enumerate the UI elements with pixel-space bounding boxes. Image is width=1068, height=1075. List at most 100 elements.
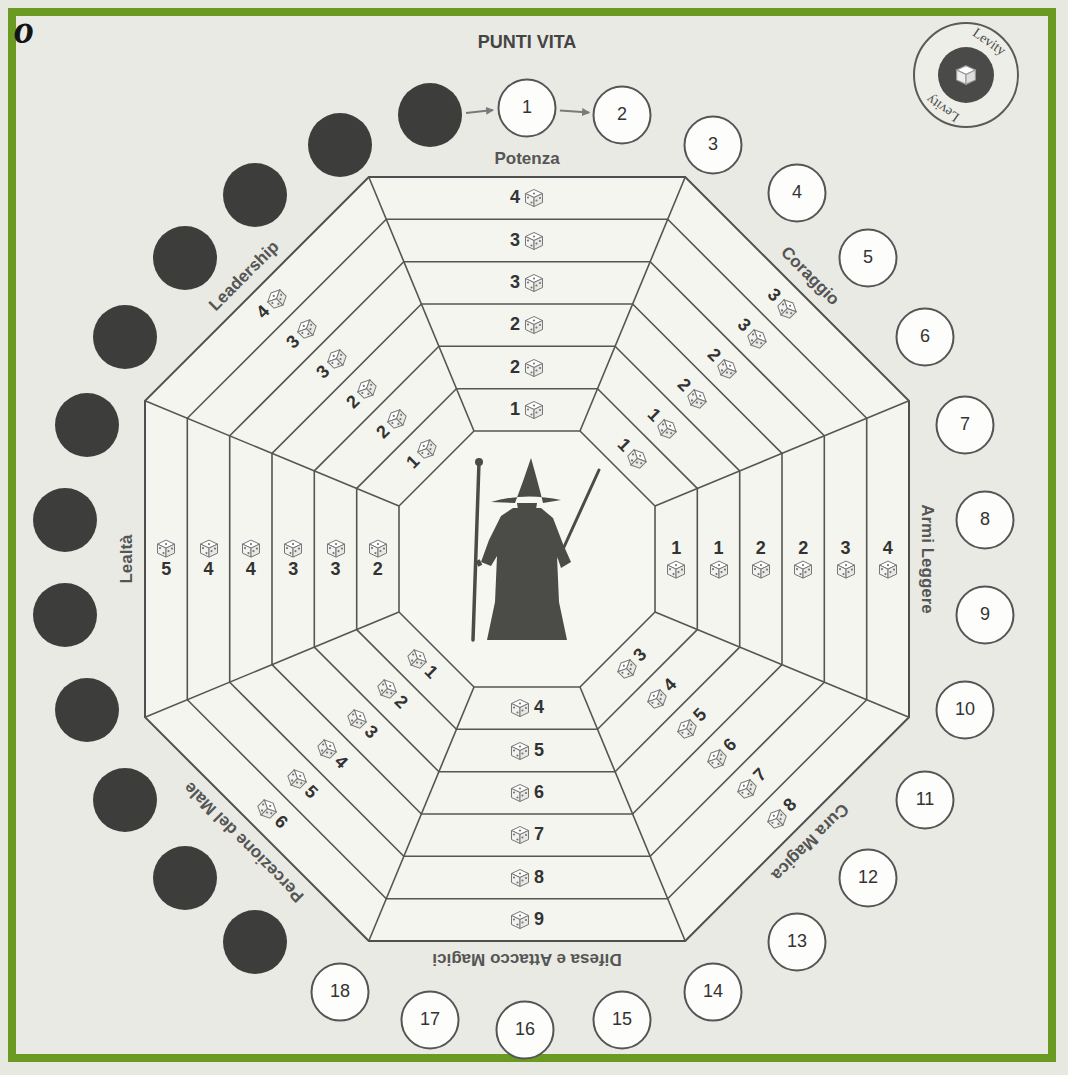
attribute-value: 4 — [246, 560, 256, 580]
attribute-cell: 2 — [703, 345, 741, 383]
attribute-value: 6 — [534, 783, 544, 803]
life-point-circle: 11 — [895, 770, 955, 830]
life-point-number: 6 — [920, 327, 930, 347]
attribute-cell: 7 — [733, 765, 771, 803]
attribute-cell: 6 — [703, 735, 741, 773]
life-point-number: 14 — [703, 982, 723, 1002]
life-point-circle: 7 — [935, 395, 995, 455]
circle-shape — [840, 850, 897, 907]
attribute-name: Armi Leggere — [917, 504, 937, 614]
life-point-circle: 18 — [310, 962, 370, 1022]
attribute-cell: 5 — [673, 705, 711, 743]
die-icon — [836, 559, 856, 579]
attribute-value: 2 — [798, 539, 808, 559]
attribute-cell: 3 — [733, 315, 771, 353]
attribute-cell: 3 — [763, 285, 801, 323]
life-point-number: 10 — [955, 700, 975, 720]
circle-shape — [594, 992, 651, 1049]
life-point-number: 15 — [612, 1010, 632, 1030]
sector-divider — [145, 401, 399, 506]
attribute-cell: 8 — [763, 795, 801, 833]
attribute-value: 2 — [756, 539, 766, 559]
die-icon — [510, 868, 530, 888]
die-icon — [510, 741, 530, 761]
attribute-name: Percezione del Male — [180, 778, 308, 906]
attribute-cell: 1 — [613, 434, 651, 472]
octagon-ring — [399, 431, 655, 687]
attribute-value: 4 — [203, 560, 213, 580]
attribute-cell: 4 — [510, 188, 544, 208]
attribute-cell: 6 — [510, 783, 544, 803]
attribute-name: Difesa e Attacco Magici — [432, 949, 621, 969]
life-point-circle: 12 — [838, 848, 898, 908]
octagon-ring — [230, 262, 825, 857]
attribute-value: 3 — [330, 560, 340, 580]
attribute-value: 5 — [534, 741, 544, 761]
card-title: PUNTI VITA — [478, 32, 577, 53]
lost-life-dot — [55, 678, 119, 742]
life-point-number: 9 — [980, 605, 990, 625]
attribute-cell: 4 — [313, 735, 351, 773]
life-point-circle: 8 — [955, 490, 1015, 550]
circle-shape — [499, 80, 556, 137]
die-icon — [793, 559, 813, 579]
circle-shape — [957, 492, 1014, 549]
die-icon — [751, 559, 771, 579]
attribute-cell: 2 — [343, 375, 381, 413]
lost-life-dot — [223, 910, 287, 974]
lost-life-dot — [33, 488, 97, 552]
attribute-cell: 1 — [402, 434, 440, 472]
attribute-cell: 1 — [709, 539, 729, 580]
attribute-cell: 4 — [643, 675, 681, 713]
track-arrow — [466, 110, 493, 113]
octagon-ring — [357, 389, 698, 730]
life-point-circle: 10 — [935, 680, 995, 740]
attribute-value: 1 — [671, 539, 681, 559]
die-icon — [241, 539, 261, 559]
sector-divider — [145, 612, 399, 717]
life-point-circle: 3 — [683, 115, 743, 175]
attribute-cell: 2 — [751, 539, 771, 580]
attribute-value: 4 — [883, 539, 893, 559]
life-point-number: 13 — [787, 932, 807, 952]
attribute-cell: 3 — [836, 539, 856, 580]
life-point-number: 3 — [708, 135, 718, 155]
attribute-cell: 4 — [199, 539, 219, 580]
die-icon — [510, 825, 530, 845]
die-icon — [524, 188, 544, 208]
circle-shape — [402, 992, 459, 1049]
attribute-cell: 2 — [372, 404, 410, 442]
sector-divider — [369, 177, 474, 431]
attribute-value: 2 — [510, 358, 520, 378]
octagon-ring — [314, 346, 739, 771]
attribute-value: 3 — [288, 560, 298, 580]
die-icon — [524, 273, 544, 293]
attribute-cell: 3 — [313, 345, 351, 383]
attribute-cell: 4 — [878, 539, 898, 580]
life-point-circle: 1 — [497, 78, 557, 138]
life-point-number: 4 — [792, 183, 802, 203]
attribute-cell: 5 — [510, 741, 544, 761]
life-point-circle: 6 — [895, 307, 955, 367]
life-point-number: 8 — [980, 510, 990, 530]
attribute-value: 3 — [840, 539, 850, 559]
attribute-cell: 3 — [283, 539, 303, 580]
life-point-number: 2 — [617, 105, 627, 125]
attribute-name: Coraggio — [777, 243, 844, 310]
life-point-circle: 9 — [955, 585, 1015, 645]
lost-life-dot — [55, 393, 119, 457]
attribute-value: 2 — [373, 560, 383, 580]
sector-divider — [655, 612, 909, 717]
card-border — [12, 12, 1052, 1058]
circle-shape — [769, 914, 826, 971]
life-point-number: 7 — [960, 415, 970, 435]
life-point-number: 11 — [916, 790, 935, 810]
attribute-value: 2 — [510, 315, 520, 335]
circle-shape — [312, 964, 369, 1021]
circle-shape — [840, 230, 897, 287]
lost-life-dot — [153, 226, 217, 290]
attribute-cell: 8 — [510, 868, 544, 888]
die-icon — [510, 698, 530, 718]
life-point-circle: 17 — [400, 990, 460, 1050]
die-icon — [878, 559, 898, 579]
